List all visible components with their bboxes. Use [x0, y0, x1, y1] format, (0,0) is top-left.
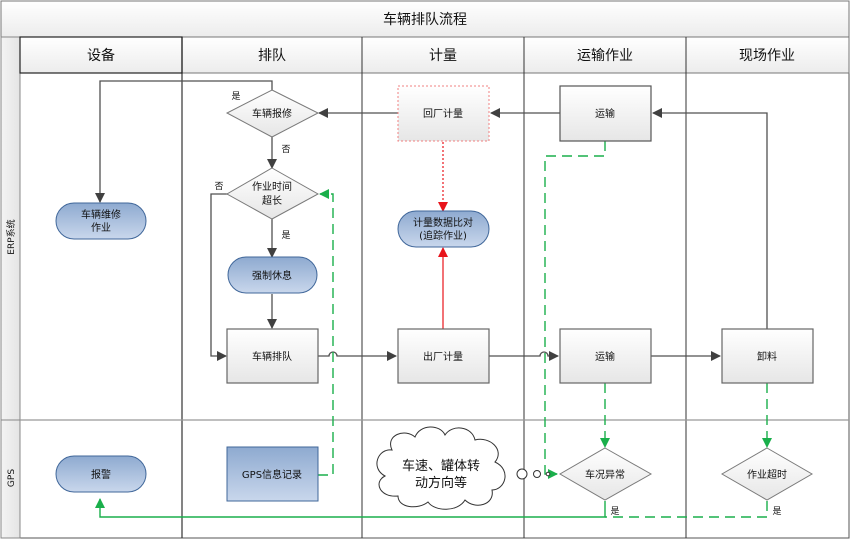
process-return-weigh[interactable]: 回厂计量 [397, 85, 490, 142]
process-compare-label-2: (追踪作业) [419, 229, 467, 242]
annotation-cloud: 车速、罐体转 动方向等 [376, 426, 551, 510]
process-unload-label: 卸料 [757, 350, 777, 363]
edge-unload-to-transport [652, 108, 768, 329]
process-unload[interactable]: 卸料 [721, 328, 814, 384]
process-exit-weigh-label: 出厂计量 [423, 350, 463, 363]
process-vehicle-queue-label: 车辆排队 [252, 350, 292, 363]
edge-transport-to-abnormal [544, 141, 606, 479]
edge-worktime-no-to-queue [210, 193, 228, 361]
process-forced-rest[interactable]: 强制休息 [227, 256, 318, 294]
cloud-label-1: 车速、罐体转 [402, 458, 480, 474]
decision-work-timeout[interactable]: 作业超时 [721, 447, 813, 501]
process-gps-record[interactable]: GPS信息记录 [226, 446, 319, 502]
process-exit-weigh[interactable]: 出厂计量 [397, 328, 490, 384]
decision-vehicle-repair-label: 车辆报修 [252, 107, 292, 120]
edge-repair-yes-to-repair-work [95, 80, 273, 203]
process-transport-top[interactable]: 运输 [559, 85, 652, 142]
decision-vehicle-abnormal[interactable]: 车况异常 [559, 447, 653, 501]
process-alarm[interactable]: 报警 [55, 455, 147, 493]
diagram-title: 车辆排队流程 [383, 11, 467, 28]
column-header-transport: 运输作业 [577, 48, 633, 64]
decision-vehicle-repair[interactable]: 车辆报修 [225, 89, 320, 138]
row-header-erp: ERP系统 [5, 219, 17, 254]
process-repair-work-label-1: 车辆维修 [81, 208, 121, 221]
process-alarm-label: 报警 [91, 468, 111, 481]
label-yes-abnormal: 是 [610, 506, 619, 517]
process-compare-label-1: 计量数据比对 [413, 216, 473, 229]
edge-gps-record-to-worktime [318, 189, 334, 476]
process-repair-work-label-2: 作业 [91, 222, 111, 234]
column-header-equipment: 设备 [87, 47, 115, 64]
process-vehicle-queue[interactable]: 车辆排队 [226, 328, 319, 384]
process-gps-record-label: GPS信息记录 [242, 468, 302, 481]
decision-work-time-overlong[interactable]: 作业时间 超长 [225, 167, 320, 220]
decision-work-time-label-2: 超长 [262, 194, 282, 207]
cloud-label-2: 动方向等 [415, 475, 467, 491]
column-header-site: 现场作业 [739, 48, 795, 64]
column-header-queue: 排队 [258, 48, 286, 64]
process-transport-bottom[interactable]: 运输 [559, 328, 652, 384]
process-forced-rest-label: 强制休息 [252, 269, 292, 282]
process-vehicle-repair-work[interactable]: 车辆维修 作业 [55, 202, 147, 240]
label-no-repair: 否 [281, 144, 290, 155]
column-header-weighing: 计量 [429, 48, 457, 64]
title-bar [0, 0, 850, 38]
decision-work-timeout-label: 作业超时 [747, 468, 787, 481]
process-return-weigh-label: 回厂计量 [423, 107, 463, 120]
edge-abnormal-yes-to-alarm [95, 498, 606, 518]
label-no-worktime: 否 [214, 181, 223, 192]
process-transport-top-label: 运输 [595, 107, 615, 120]
process-transport-bottom-label: 运输 [595, 350, 615, 363]
label-yes-worktime: 是 [281, 230, 290, 241]
row-header-strip [0, 36, 21, 539]
row-header-gps: GPS [7, 469, 17, 487]
label-yes-repair: 是 [231, 91, 240, 102]
edge-exit-weigh-to-transport [489, 351, 559, 361]
column-header-row [19, 36, 850, 74]
decision-work-time-label-1: 作业时间 [252, 180, 292, 193]
edge-timeout-yes-to-alarm [605, 501, 768, 518]
label-yes-timeout: 是 [772, 506, 781, 517]
decision-vehicle-abnormal-label: 车况异常 [585, 468, 625, 481]
process-weigh-data-compare[interactable]: 计量数据比对 (追踪作业) [397, 210, 490, 248]
